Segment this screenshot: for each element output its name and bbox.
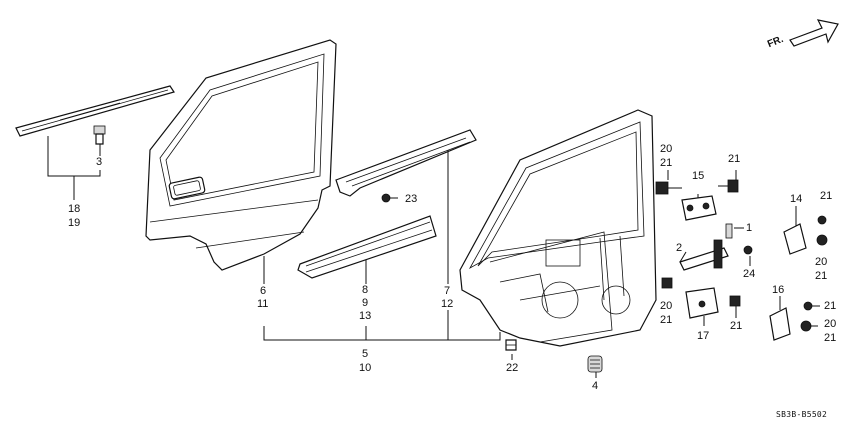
callout-16: 16	[772, 284, 785, 296]
callout-8: 8	[362, 284, 369, 296]
clip-part	[93, 125, 106, 145]
body-hinge-upper	[783, 215, 828, 255]
callout-21-right-top: 21	[820, 190, 833, 202]
lower-molding-part	[297, 215, 437, 279]
callout-20-lower-right: 20	[824, 318, 837, 330]
callout-10: 10	[359, 362, 372, 374]
callout-21-upper-left: 21	[660, 157, 673, 169]
door-checker-part	[679, 239, 729, 271]
grommet-part	[505, 339, 517, 351]
callout-2: 2	[676, 242, 683, 254]
callout-3: 3	[96, 156, 103, 168]
hinge-bolt-top-right	[718, 179, 739, 193]
callout-21-right: 21	[815, 270, 828, 282]
callout-21-lower-right: 21	[824, 300, 837, 312]
inner-door-frame	[459, 109, 657, 347]
callout-17: 17	[697, 330, 710, 342]
callout-15: 15	[692, 170, 705, 182]
callout-4: 4	[592, 380, 599, 392]
callout-24: 24	[743, 268, 756, 280]
callout-5: 5	[362, 348, 369, 360]
checker-bolt-part	[743, 245, 753, 255]
callout-6: 6	[260, 285, 267, 297]
hinge-bolt-upper	[655, 181, 682, 195]
lower-hinge-part	[685, 287, 719, 319]
outer-door-panel	[145, 39, 337, 271]
callout-19: 19	[68, 217, 81, 229]
upper-hinge-part	[681, 195, 717, 221]
callout-14: 14	[790, 193, 803, 205]
callout-11: 11	[257, 298, 269, 310]
callout-9: 9	[362, 297, 369, 309]
callout-1: 1	[746, 222, 753, 234]
callout-20-right: 20	[815, 256, 828, 268]
callout-12: 12	[441, 298, 454, 310]
body-hinge-lower	[769, 301, 813, 341]
callout-21-upper: 21	[728, 153, 741, 165]
callout-20-upper-left: 20	[660, 143, 673, 155]
front-direction-arrow-icon	[789, 19, 839, 47]
leader-lines	[47, 136, 820, 378]
callout-18: 18	[68, 203, 81, 215]
hinge-bolt-lower-right	[729, 295, 741, 307]
callout-21-lower-left: 21	[660, 314, 673, 326]
callout-22: 22	[506, 362, 519, 374]
diagram-code: SB3B-B5502	[776, 410, 828, 419]
callout-20-lower-left: 20	[660, 300, 673, 312]
hinge-bolt-lower-left	[661, 277, 673, 289]
callout-7: 7	[444, 285, 451, 297]
weatherstrip-part	[335, 129, 477, 197]
callout-21-bottom-right: 21	[824, 332, 837, 344]
callout-21-lower: 21	[730, 320, 743, 332]
callout-13: 13	[359, 310, 372, 322]
callout-23: 23	[405, 193, 418, 205]
screw-part	[381, 193, 398, 203]
pin-part	[725, 223, 733, 239]
bushing-part	[587, 355, 603, 373]
outer-molding-strip	[15, 85, 175, 137]
